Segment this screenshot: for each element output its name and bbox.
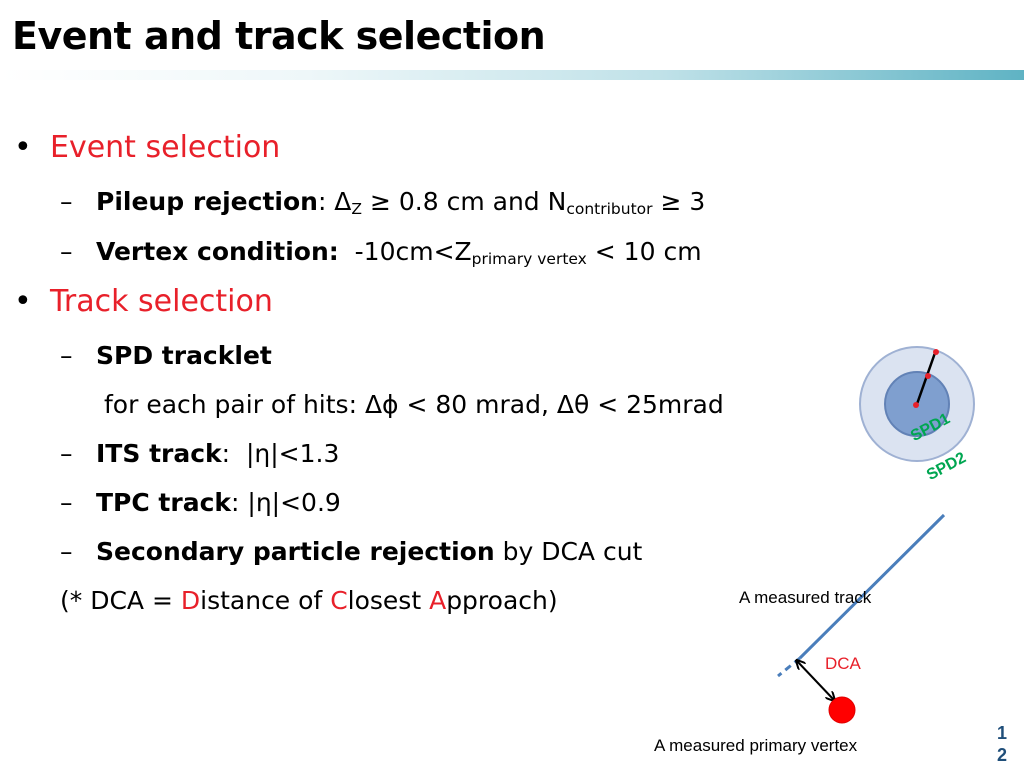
its-track-line: –ITS track: |η|<1.3 bbox=[60, 439, 340, 468]
dash-marker: – bbox=[60, 187, 73, 216]
primary-vertex-dot bbox=[828, 696, 856, 724]
dca-definition-line: (* DCA = Distance of Closest Approach) bbox=[60, 586, 558, 615]
measured-track-line bbox=[798, 513, 946, 660]
dash-marker: – bbox=[60, 488, 73, 517]
title-underline-bar bbox=[0, 70, 1024, 80]
bullet-dot: • bbox=[14, 284, 32, 319]
primary-vertex-label: A measured primary vertex bbox=[654, 736, 858, 755]
dash-marker: – bbox=[60, 439, 73, 468]
measured-track-label: A measured track bbox=[739, 588, 872, 607]
its-track-label: ITS track bbox=[96, 439, 222, 468]
spd1-hit-dot bbox=[925, 373, 931, 379]
slide-title: Event and track selection bbox=[12, 14, 546, 58]
bullet-event-selection: • Event selection bbox=[14, 130, 280, 165]
event-selection-heading: Event selection bbox=[50, 130, 281, 165]
tpc-track-line: –TPC track: |η|<0.9 bbox=[60, 488, 341, 517]
dca-arrow bbox=[797, 661, 834, 700]
dca-label: DCA bbox=[825, 654, 861, 673]
spd-tracklet-line: –SPD tracklet bbox=[60, 341, 272, 370]
dash-marker: – bbox=[60, 537, 73, 566]
dash-marker: – bbox=[60, 341, 73, 370]
vertex-hit-dot bbox=[913, 402, 919, 408]
secondary-rejection-line: –Secondary particle rejection by DCA cut bbox=[60, 537, 643, 566]
bullet-dot: • bbox=[14, 130, 32, 165]
pileup-label: Pileup rejection bbox=[96, 187, 318, 216]
spd-tracklet-detail: for each pair of hits: Δϕ < 80 mrad, Δθ … bbox=[104, 390, 724, 419]
bullet-track-selection: • Track selection bbox=[14, 284, 273, 319]
track-selection-heading: Track selection bbox=[50, 284, 273, 319]
page-number: 1 2 bbox=[996, 723, 1007, 765]
spd-tracklet-label: SPD tracklet bbox=[96, 341, 272, 370]
track-extrapolation-dashed bbox=[777, 656, 801, 678]
pileup-rejection-line: –Pileup rejection: ΔZ ≥ 0.8 cm and Ncont… bbox=[60, 187, 706, 218]
tpc-track-label: TPC track bbox=[96, 488, 232, 517]
secondary-rejection-label: Secondary particle rejection bbox=[96, 537, 495, 566]
vertex-condition-line: –Vertex condition: -10cm<Zprimary vertex… bbox=[60, 237, 702, 268]
spd2-hit-dot bbox=[933, 349, 939, 355]
vertex-label: Vertex condition: bbox=[96, 237, 339, 266]
dash-marker: – bbox=[60, 237, 73, 266]
